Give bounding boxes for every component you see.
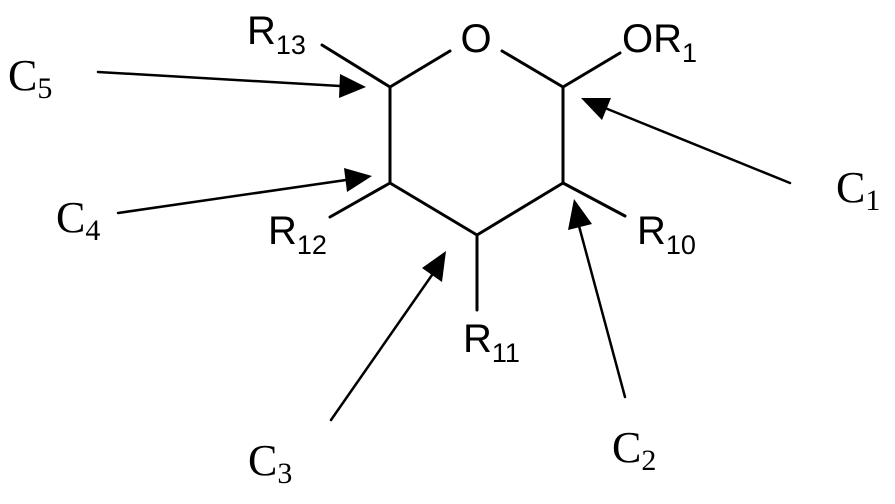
pointer-c4-shaft — [118, 180, 346, 213]
carbon-label-c3: C3 — [248, 436, 292, 490]
bond-c3-c4 — [390, 183, 477, 235]
carbon-label-c2: C2 — [612, 423, 656, 477]
substituent-r10-label: R10 — [637, 209, 696, 260]
carbon-label-c1: C1 — [836, 163, 880, 217]
carbon-label-c1-subscript: 1 — [865, 184, 880, 217]
substituent-r13-label: R13 — [247, 9, 306, 60]
substituent-r11-subscript: 11 — [492, 338, 520, 368]
carbon-label-c3-main: C — [248, 436, 277, 485]
substituent-r10-subscript: 10 — [666, 230, 696, 260]
pointer-c2-shaft — [579, 226, 625, 397]
bond-c5-o — [390, 51, 450, 87]
substituent-or1-subscript: 1 — [682, 38, 697, 68]
bond-c2-c3 — [477, 183, 563, 235]
substituent-r10-main: R — [637, 209, 666, 253]
substituent-r13-main: R — [247, 9, 276, 53]
substituent-r11-main: R — [463, 317, 492, 361]
bond-o-c1 — [502, 51, 563, 87]
pointer-c5-shaft — [98, 72, 340, 86]
pointer-c3-shaft — [331, 275, 432, 420]
bond-c5-r13 — [322, 45, 390, 87]
carbon-label-c4-main: C — [56, 193, 85, 242]
substituent-r12-label: R12 — [268, 209, 327, 260]
substituent-r12-main: R — [268, 209, 297, 253]
carbon-label-c5-subscript: 5 — [37, 72, 52, 105]
ring-oxygen-label: O — [460, 17, 491, 61]
bond-c4-r12 — [330, 183, 390, 217]
carbon-label-c5-main: C — [8, 51, 37, 100]
carbon-label-c1-main: C — [836, 163, 865, 212]
carbon-label-c4-subscript: 4 — [85, 214, 100, 247]
carbon-label-c2-subscript: 2 — [641, 444, 656, 477]
pointer-c3-arrowhead — [422, 251, 446, 282]
bond-c1-or1 — [563, 53, 620, 87]
substituent-r13-subscript: 13 — [276, 30, 306, 60]
carbon-label-c3-subscript: 3 — [277, 457, 292, 490]
substituent-or1-label: OR1 — [622, 17, 697, 68]
pointer-c5-arrowhead — [339, 74, 366, 98]
carbon-label-c2-main: C — [612, 423, 641, 472]
pointer-c1-shaft — [605, 108, 790, 183]
substituent-r12-subscript: 12 — [297, 230, 327, 260]
substituent-or1-main: OR — [622, 17, 682, 61]
carbon-label-c5: C5 — [8, 51, 52, 105]
ring-bonds — [390, 51, 563, 235]
pointer-c2-arrowhead — [568, 199, 592, 230]
substituent-r11-label: R11 — [463, 317, 520, 368]
pointer-c1-arrowhead — [581, 98, 611, 120]
carbon-label-c4: C4 — [56, 193, 100, 247]
pointer-c4-arrowhead — [344, 168, 372, 192]
